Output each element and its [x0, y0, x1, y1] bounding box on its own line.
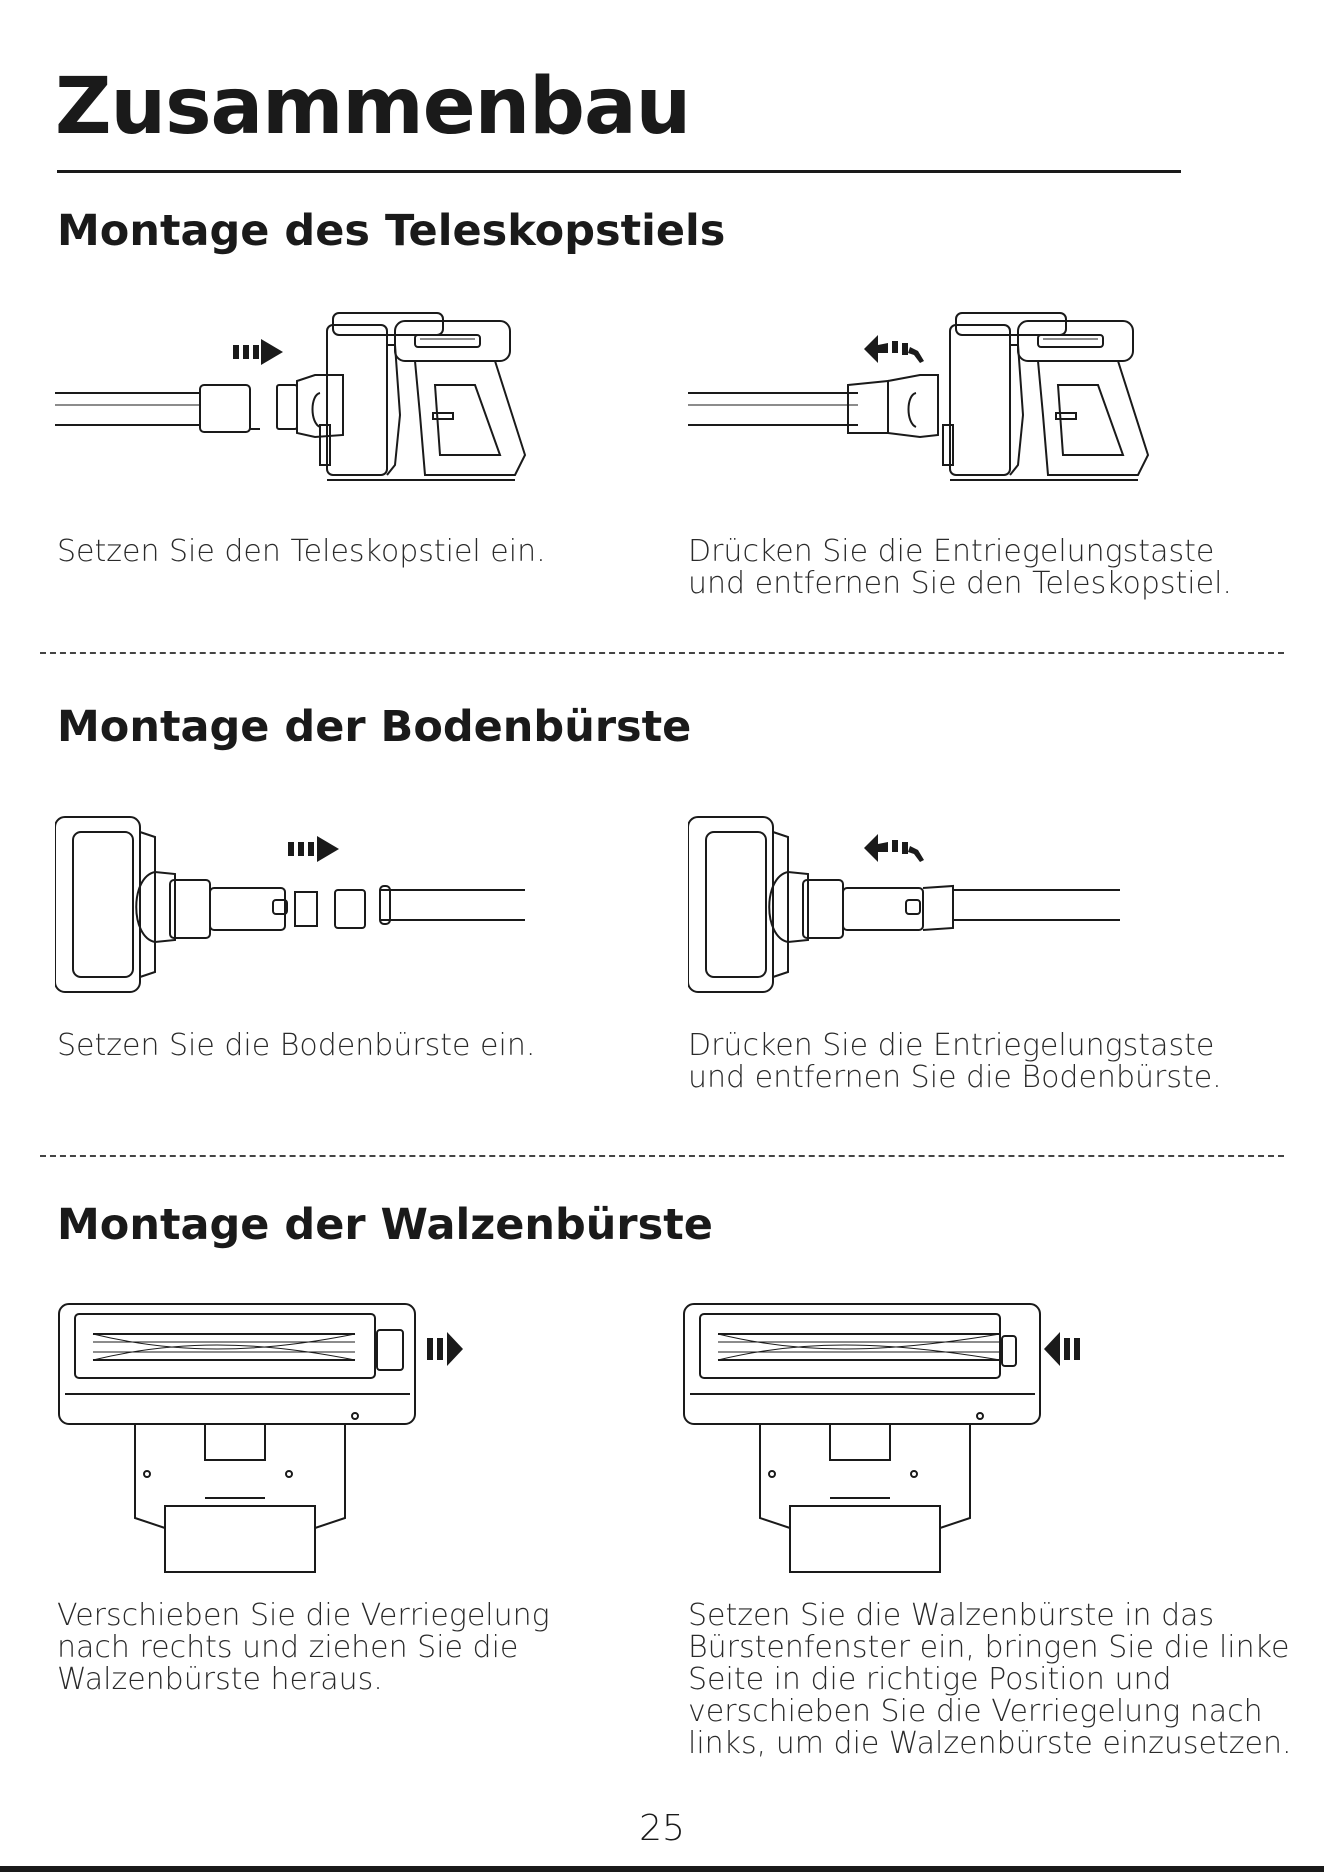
- push-right-icon: [233, 339, 283, 365]
- section-heading-telescopic-tube: Montage des Teleskopstiels: [57, 206, 726, 256]
- page-title: Zusammenbau: [55, 62, 691, 152]
- page-number: 25: [639, 1808, 685, 1849]
- illustration-insert-floor-brush: [55, 812, 535, 997]
- illustration-release-telescopic-tube: [688, 305, 1168, 495]
- curved-release-left-icon: [864, 335, 924, 363]
- illustration-remove-roller-brush: [55, 1298, 475, 1578]
- caption-insert-roller-brush: Setzen Sie die Walzenbürste in das Bürst…: [688, 1598, 1292, 1761]
- section-heading-floor-brush: Montage der Bodenbürste: [57, 702, 692, 752]
- caption-insert-telescopic-tube: Setzen Sie den Teleskopstiel ein.: [57, 534, 546, 569]
- push-right-icon: [427, 1332, 463, 1366]
- section-heading-roller-brush: Montage der Walzenbürste: [57, 1200, 713, 1250]
- title-divider: [57, 170, 1181, 173]
- illustration-insert-roller-brush: [680, 1298, 1100, 1578]
- caption-release-telescopic-tube: Drücken Sie die Entriegelungstaste und e…: [688, 534, 1232, 601]
- section-separator: [40, 652, 1284, 654]
- illustration-insert-telescopic-tube: [55, 305, 535, 495]
- push-left-icon: [1044, 1332, 1080, 1366]
- illustration-release-floor-brush: [688, 812, 1168, 997]
- section-separator: [40, 1155, 1284, 1157]
- curved-release-left-icon: [864, 834, 924, 862]
- caption-remove-roller-brush: Verschieben Sie die Verriegelung nach re…: [57, 1598, 550, 1697]
- push-right-icon: [288, 836, 339, 862]
- page-bottom-bar: [0, 1866, 1324, 1872]
- caption-insert-floor-brush: Setzen Sie die Bodenbürste ein.: [57, 1028, 536, 1063]
- caption-release-floor-brush: Drücken Sie die Entriegelungstaste und e…: [688, 1028, 1222, 1095]
